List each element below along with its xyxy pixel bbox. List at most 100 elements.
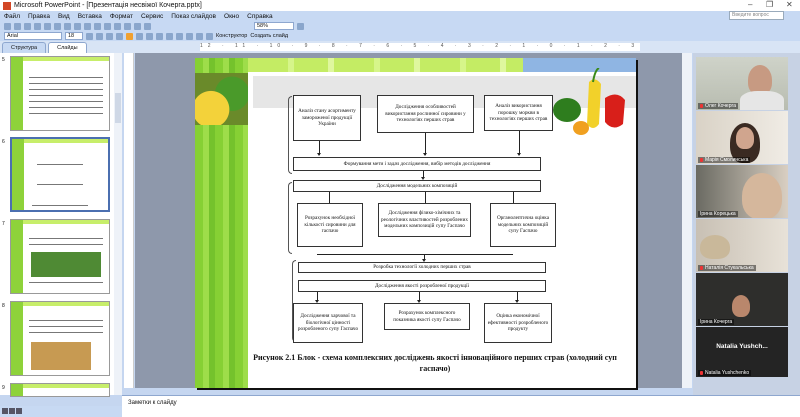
chart-icon[interactable] <box>124 22 131 30</box>
menu-file[interactable]: Файл <box>4 12 20 20</box>
slide-number: 8 <box>2 303 5 309</box>
slide-thumbnail-8[interactable] <box>10 301 110 376</box>
diagram-box-models: Дослідження модельних композицій <box>293 180 541 192</box>
normal-view-icon[interactable] <box>2 408 8 414</box>
slide-thumbnail-9[interactable] <box>10 383 110 397</box>
diagram-box: Аналіз стану асортименту замороженої про… <box>293 95 361 141</box>
diagram-box: Аналіз використання порошку моркви в тех… <box>484 95 553 131</box>
participant-tile[interactable]: Наталія Стукальська <box>696 219 788 272</box>
menu-tools[interactable]: Сервис <box>140 12 164 20</box>
font-select[interactable]: Arial <box>4 32 62 40</box>
diagram-box: Дослідження харчової та біологічної цінн… <box>293 303 363 343</box>
standard-toolbar: 58% <box>0 21 800 31</box>
mic-muted-icon <box>700 158 703 162</box>
help-search-input[interactable]: Введите вопрос <box>729 11 784 20</box>
participant-name: Олег Кочерга <box>698 103 738 109</box>
diagram-box: Розрахунок комплексного показника якості… <box>384 303 470 330</box>
window-title: Microsoft PowerPoint - [Презентація несв… <box>14 2 202 9</box>
slideshow-view-icon[interactable] <box>16 408 22 414</box>
mic-muted-icon <box>700 371 703 375</box>
undo-icon[interactable] <box>104 22 111 30</box>
participant-tile[interactable]: Олег Кочерга <box>696 57 788 110</box>
zoom-select[interactable]: 58% <box>254 22 294 30</box>
powerpoint-logo-icon <box>3 1 11 10</box>
font-shrink-icon[interactable] <box>196 32 203 40</box>
mic-muted-icon <box>700 104 703 108</box>
fruit-image <box>195 73 248 125</box>
align-right-icon[interactable] <box>146 32 153 40</box>
diagram-box-technology: Розробка технології холодних перших стра… <box>298 262 546 273</box>
font-grow-icon[interactable] <box>186 32 193 40</box>
diagram-box: Розрахунок необхідної кількості сировини… <box>297 203 363 247</box>
participant-name: Natalia Yushchenko <box>698 370 752 376</box>
bold-icon[interactable] <box>86 32 93 40</box>
open-icon[interactable] <box>14 22 21 30</box>
close-button[interactable]: ✕ <box>786 0 793 9</box>
italic-icon[interactable] <box>96 32 103 40</box>
paste-icon[interactable] <box>84 22 91 30</box>
panel-tabs: Структура Слайды <box>2 42 87 53</box>
participant-tile[interactable]: Марія Смолинська <box>696 111 788 164</box>
justify-icon[interactable] <box>156 32 163 40</box>
peppers-image <box>553 68 625 135</box>
figure-caption: Рисунок 2.1 Блок - схема комплексних дос… <box>253 353 617 373</box>
table-icon[interactable] <box>134 22 141 30</box>
diagram-box: Дослідження особливостей використання ро… <box>377 95 474 133</box>
bullets-icon[interactable] <box>176 32 183 40</box>
participant-display-name: Natalia Yushch... <box>716 343 768 350</box>
menu-insert[interactable]: Вставка <box>77 12 102 20</box>
preview-icon[interactable] <box>44 22 51 30</box>
save-icon[interactable] <box>24 22 31 30</box>
help-icon[interactable] <box>297 22 304 30</box>
tab-slides[interactable]: Слайды <box>48 42 87 53</box>
numbering-icon[interactable] <box>166 32 173 40</box>
view-buttons <box>0 406 122 417</box>
participant-tile[interactable]: Natalia Yushch... Natalia Yushchenko <box>696 327 788 377</box>
tab-outline[interactable]: Структура <box>2 42 47 53</box>
menu-view[interactable]: Вид <box>57 12 70 20</box>
slide-number: 6 <box>2 139 5 145</box>
align-center-icon[interactable] <box>136 32 143 40</box>
slide-thumbnail-5[interactable] <box>10 56 110 131</box>
font-color-icon[interactable] <box>206 32 213 40</box>
menu-help[interactable]: Справка <box>247 12 273 20</box>
menu-format[interactable]: Формат <box>109 12 133 20</box>
canvas-scrollbar[interactable] <box>682 53 692 388</box>
restore-button[interactable]: ❐ <box>766 0 774 9</box>
new-icon[interactable] <box>4 22 11 30</box>
design-button[interactable]: Конструктор <box>216 33 248 39</box>
slide-number: 9 <box>2 385 5 391</box>
cut-icon[interactable] <box>64 22 71 30</box>
menu-bar: Файл Правка Вид Вставка Формат Сервис По… <box>0 11 800 21</box>
font-size-select[interactable]: 18 <box>65 32 83 40</box>
slides-panel-scrollbar[interactable] <box>114 53 122 395</box>
format-painter-icon[interactable] <box>94 22 101 30</box>
new-slide-button[interactable]: Создать слайд <box>250 33 289 39</box>
slides-panel: 5 6 7 8 9 <box>0 53 122 397</box>
menu-window[interactable]: Окно <box>224 12 240 20</box>
slide-thumbnail-6[interactable] <box>10 137 110 212</box>
slide-thumbnail-7[interactable] <box>10 219 110 294</box>
minimize-button[interactable]: – <box>748 0 753 9</box>
notes-input[interactable]: Заметки к слайду <box>122 395 800 417</box>
menu-slideshow[interactable]: Показ слайдов <box>171 12 217 20</box>
sorter-view-icon[interactable] <box>9 408 15 414</box>
shadow-icon[interactable] <box>116 32 123 40</box>
print-icon[interactable] <box>34 22 41 30</box>
menu-edit[interactable]: Правка <box>27 12 50 20</box>
redo-icon[interactable] <box>114 22 121 30</box>
diagram-box: Органолептична оцінка модельних композиц… <box>490 203 556 247</box>
participant-tile[interactable]: Ірина Кочерга <box>696 273 788 326</box>
participant-tile[interactable]: Ірина Корецька <box>696 165 788 218</box>
horizontal-ruler: 12 · 11 · 10 · 9 · 8 · 7 · 6 · 5 · 4 · 3… <box>200 43 640 51</box>
color-icon[interactable] <box>144 22 151 30</box>
underline-icon[interactable] <box>106 32 113 40</box>
mic-muted-icon <box>700 266 703 270</box>
participant-name: Марія Смолинська <box>698 157 751 163</box>
align-left-icon[interactable] <box>126 32 133 40</box>
copy-icon[interactable] <box>74 22 81 30</box>
diagram-box-goal: Формування мети і задач дослідження, виб… <box>293 157 541 171</box>
title-bar: Microsoft PowerPoint - [Презентація несв… <box>0 0 800 11</box>
brace <box>288 182 292 254</box>
spelling-icon[interactable] <box>54 22 61 30</box>
